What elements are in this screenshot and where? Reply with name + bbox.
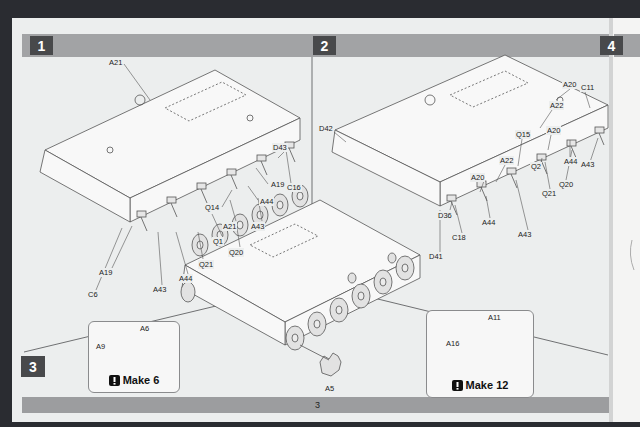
part-number: C6: [87, 290, 99, 299]
part-number: A43: [580, 160, 595, 169]
page-number: 3: [314, 400, 321, 411]
part-number: A43: [517, 230, 532, 239]
part-number: C16: [286, 183, 302, 192]
step-number: 3: [29, 359, 37, 375]
step-number: 1: [38, 38, 46, 54]
step-number: 4: [608, 38, 616, 54]
part-number: A20: [562, 80, 577, 89]
step-number-box: 4: [600, 36, 623, 55]
part-number: A21: [222, 222, 237, 231]
step-number-box: 2: [313, 36, 336, 55]
part-number: A6: [139, 324, 150, 333]
quantity-note: Make 12: [466, 379, 509, 392]
part-number: Q1: [212, 237, 224, 246]
part-number: A21: [108, 58, 123, 67]
part-number: A43: [250, 222, 265, 231]
part-number: Q21: [198, 260, 214, 269]
part-number: A44: [178, 274, 193, 283]
part-number: Q2: [530, 162, 542, 171]
part-number: A22: [499, 156, 514, 165]
part-number: Q21: [541, 189, 557, 198]
part-number: D36: [437, 211, 453, 220]
part-number: A44: [481, 218, 496, 227]
part-number: A11: [487, 313, 502, 322]
quantity-note: Make 6: [123, 374, 160, 387]
part-number: D42: [318, 124, 334, 133]
part-number: A22: [549, 101, 564, 110]
inset-box: A11A16Make 12: [426, 310, 534, 398]
attention-icon: [452, 380, 463, 391]
part-number: A20: [470, 173, 485, 182]
step-number: 2: [321, 38, 329, 54]
part-number: Q15: [515, 130, 531, 139]
part-number: Q20: [228, 248, 244, 257]
part-number: D43: [272, 143, 288, 152]
part-number: C18: [451, 233, 467, 242]
part-number: C11: [580, 83, 595, 92]
part-number: A16: [445, 339, 460, 348]
step-number-box: 3: [21, 356, 45, 377]
part-number: A9: [95, 342, 106, 351]
part-number: A19: [270, 180, 285, 189]
part-number: A44: [259, 197, 274, 206]
part-number: A20: [546, 126, 561, 135]
attention-icon: [109, 375, 120, 386]
part-number: A5: [324, 384, 335, 393]
part-number: D41: [428, 252, 444, 261]
inset-box: A6A9Make 6: [88, 321, 180, 393]
part-number: A43: [152, 285, 167, 294]
part-number: Q14: [204, 203, 220, 212]
step-number-box: 1: [30, 36, 53, 55]
part-number: A19: [98, 268, 113, 277]
part-number: Q20: [558, 180, 574, 189]
part-number: A44: [563, 157, 578, 166]
